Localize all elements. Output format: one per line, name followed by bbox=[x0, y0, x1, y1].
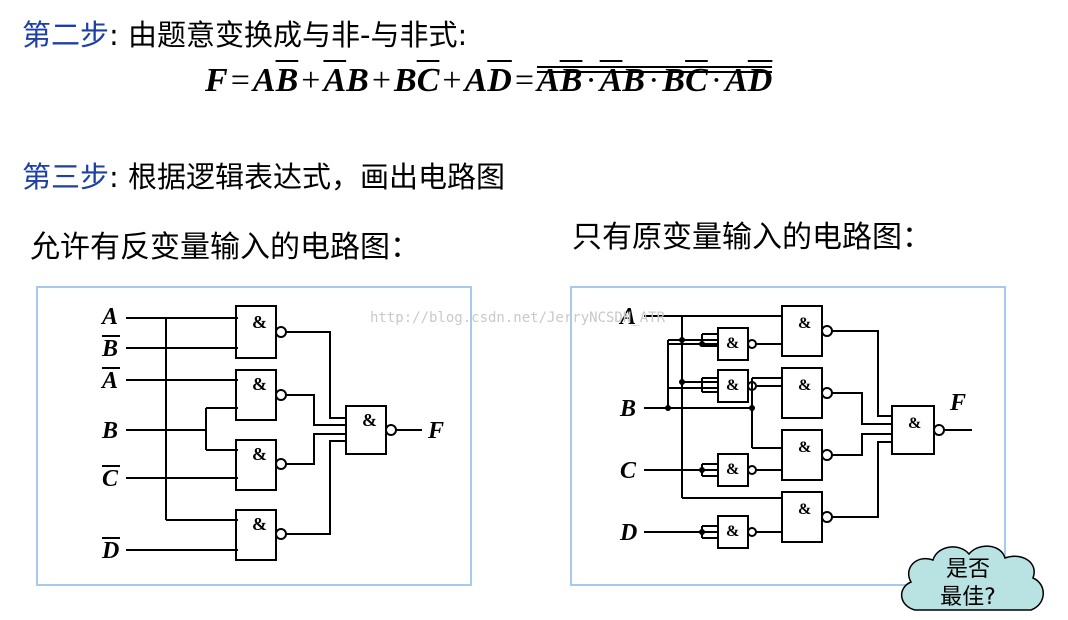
step3-text: : 根据逻辑表达式，画出电路图 bbox=[109, 160, 506, 194]
formula-nand-expression: AB·AB·BC·AD bbox=[537, 62, 773, 99]
left-input-D-bar: D bbox=[101, 538, 119, 564]
step2-heading: 第二步: 由题意变换成与非-与非式: bbox=[22, 12, 467, 54]
watermark: http://blog.csdn.net/JerryNCSDN_ATR bbox=[370, 310, 666, 326]
right-output-F: F bbox=[949, 390, 966, 416]
cloud-shape bbox=[901, 545, 1044, 611]
cloud-line-2: 最佳? bbox=[940, 585, 996, 610]
left-input-B-bar: B bbox=[101, 336, 118, 362]
nand-term-2: AB bbox=[599, 62, 646, 99]
right-input-C: C bbox=[620, 458, 637, 484]
left-gate-4-symbol: & bbox=[252, 514, 267, 534]
right-inv-2-symbol: & bbox=[726, 377, 739, 394]
boolean-formula: F=AB+AB+BC+AD=AB·AB·BC·AD bbox=[205, 62, 773, 99]
left-input-B: B bbox=[101, 418, 118, 444]
right-input-D: D bbox=[619, 520, 637, 546]
step2-text: : 由题意变换成与非-与非式: bbox=[109, 18, 468, 52]
left-circuit-title: 允许有反变量输入的电路图： bbox=[30, 230, 420, 265]
formula-term-3: BC bbox=[394, 62, 440, 99]
right-gate-2-symbol: & bbox=[798, 377, 811, 394]
right-circuit-title: 只有原变量输入的电路图： bbox=[572, 220, 932, 255]
question-cloud: 是否 最佳? bbox=[893, 540, 1053, 616]
left-circuit-diagram: & & & & & A B A B C D F bbox=[100, 304, 444, 564]
right-gate-3-symbol: & bbox=[798, 439, 811, 456]
formula-term-2: AB bbox=[323, 62, 369, 99]
right-gate-4-symbol: & bbox=[798, 501, 811, 518]
formula-lhs: F bbox=[205, 62, 228, 99]
nand-term-1: AB bbox=[537, 62, 583, 99]
step3-label: 第三步 bbox=[22, 160, 110, 194]
formula-term-1: AB bbox=[252, 62, 299, 99]
left-input-A: A bbox=[100, 304, 118, 330]
left-gate-1-symbol: & bbox=[252, 312, 267, 332]
left-circuit-panel: & & & & & A B A B C D F bbox=[36, 286, 472, 586]
left-final-gate-symbol: & bbox=[362, 410, 377, 430]
right-inv-3-symbol: & bbox=[726, 461, 739, 478]
left-input-A-bar: A bbox=[100, 368, 118, 394]
right-inv-4-symbol: & bbox=[726, 523, 739, 540]
step2-label: 第二步 bbox=[22, 18, 110, 52]
formula-equals: = bbox=[230, 62, 250, 99]
right-circuit-panel: & & & & & & & & & A B C D F bbox=[570, 286, 1006, 586]
nand-term-4: AD bbox=[725, 62, 773, 99]
right-gate-1-symbol: & bbox=[798, 315, 811, 332]
step3-heading: 第三步: 根据逻辑表达式，画出电路图 bbox=[22, 154, 505, 196]
right-final-gate-symbol: & bbox=[908, 415, 921, 432]
formula-term-4: AD bbox=[464, 62, 512, 99]
left-input-C-bar: C bbox=[102, 466, 119, 492]
right-inv-1-symbol: & bbox=[726, 335, 739, 352]
right-input-A: A bbox=[618, 304, 636, 330]
right-circuit-diagram: & & & & & & & & & A B C D F bbox=[618, 304, 972, 549]
left-output-F: F bbox=[427, 418, 444, 444]
right-input-B: B bbox=[619, 396, 636, 422]
cloud-line-1: 是否 bbox=[945, 557, 990, 582]
left-gate-3-symbol: & bbox=[252, 444, 267, 464]
left-gate-2-symbol: & bbox=[252, 374, 267, 394]
nand-term-3: BC bbox=[662, 62, 709, 99]
